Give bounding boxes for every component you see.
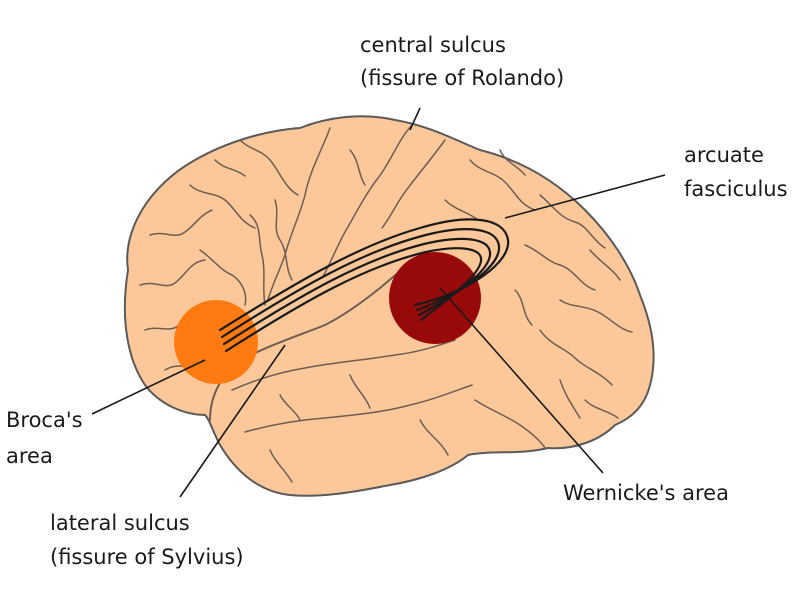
leader-lines bbox=[91, 107, 666, 498]
brocas-area-label: Broca's area bbox=[6, 408, 89, 468]
sulcus-line bbox=[469, 159, 536, 211]
sulcus-line bbox=[279, 394, 301, 421]
central-sulcus-label-line1: central sulcus bbox=[360, 33, 506, 57]
arcuate-fasciculus-fibers bbox=[218, 218, 510, 353]
sulcus-line bbox=[321, 124, 413, 279]
sulcus-line bbox=[584, 399, 619, 419]
brocas-area-leader bbox=[91, 359, 206, 415]
sulci-lines bbox=[139, 124, 633, 483]
sulcus-line bbox=[419, 419, 449, 456]
arcuate-fasciculus-leader bbox=[504, 174, 666, 219]
sulcus-line bbox=[139, 259, 206, 287]
sulcus-line bbox=[474, 399, 546, 449]
sulcus-line bbox=[199, 249, 247, 306]
sulcus-line bbox=[239, 139, 299, 196]
wernickes-area-leader bbox=[439, 287, 604, 474]
lateral-sulcus-label: lateral sulcus (fissure of Sylvius) bbox=[50, 511, 244, 569]
sulcus-line bbox=[349, 374, 371, 409]
sulcus-line bbox=[269, 449, 293, 483]
sulcus-line bbox=[559, 379, 581, 419]
sulcus-line bbox=[381, 139, 446, 229]
fiber-line bbox=[222, 237, 492, 346]
lateral-sulcus-label-line2: (fissure of Sylvius) bbox=[50, 545, 244, 569]
sulcus-line bbox=[539, 329, 613, 386]
central-sulcus-label: central sulcus (fissure of Rolando) bbox=[360, 33, 564, 90]
central-sulcus-leader bbox=[409, 107, 421, 131]
brocas-area-region bbox=[174, 300, 258, 384]
sulcus-line bbox=[539, 194, 606, 249]
brain-cerebrum bbox=[123, 115, 655, 497]
fiber-line bbox=[224, 247, 483, 353]
arcuate-fasciculus-label-line1: arcuate bbox=[684, 143, 764, 167]
sulcus-line bbox=[267, 127, 331, 301]
sulcus-line bbox=[499, 149, 526, 176]
wernickes-area-label-line1: Wernicke's area bbox=[563, 481, 729, 505]
sulcus-line bbox=[349, 149, 366, 186]
sulcus-line bbox=[231, 339, 456, 391]
sulcus-line bbox=[214, 159, 246, 177]
brocas-area-label-line1: Broca's bbox=[6, 408, 83, 432]
sulcus-line bbox=[514, 289, 533, 326]
sulcus-line bbox=[524, 244, 596, 291]
sulcus-line bbox=[444, 199, 479, 221]
sulcus-line bbox=[249, 214, 266, 306]
fiber-line bbox=[220, 228, 501, 339]
sulcus-line bbox=[144, 325, 179, 331]
brocas-area-label-line2: area bbox=[6, 444, 53, 468]
lateral-sulcus-leader bbox=[179, 344, 286, 498]
wernickes-area-label: Wernicke's area bbox=[563, 481, 729, 505]
fiber-line bbox=[218, 218, 510, 332]
arcuate-fasciculus-label-line2: fasciculus bbox=[684, 177, 788, 201]
sulcus-line bbox=[274, 199, 293, 281]
sulcus-line bbox=[589, 249, 621, 281]
sulcus-line bbox=[244, 384, 473, 433]
lateral-sulcus-label-line1: lateral sulcus bbox=[50, 511, 190, 535]
central-sulcus-label-line2: (fissure of Rolando) bbox=[360, 66, 564, 90]
sulcus-line bbox=[149, 209, 213, 236]
sulcus-line bbox=[559, 299, 633, 333]
wernickes-area-region bbox=[389, 252, 481, 344]
sulcus-line bbox=[189, 184, 256, 229]
arcuate-fasciculus-label: arcuate fasciculus bbox=[684, 143, 788, 201]
